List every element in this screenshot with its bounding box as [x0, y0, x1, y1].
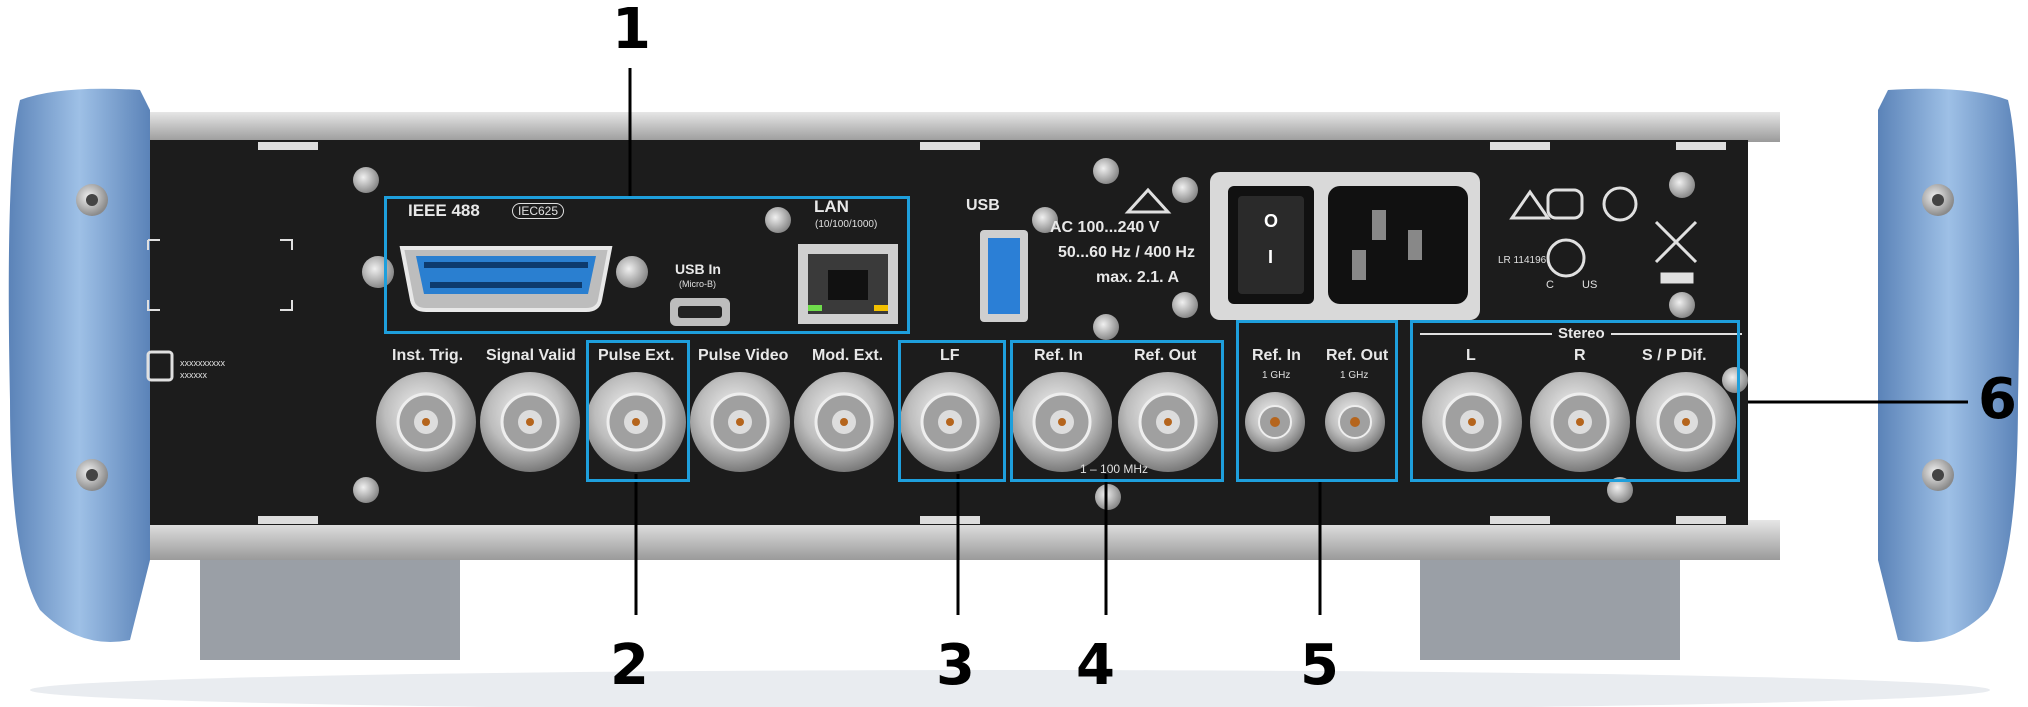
label-stereo-r: R — [1574, 347, 1586, 364]
callout-6: 6 — [1978, 367, 2017, 432]
label-power-3: max. 2.1. A — [1096, 269, 1180, 286]
callout-leaders — [628, 68, 1968, 615]
label-lan: LAN — [814, 197, 849, 216]
bnc-connectors — [376, 372, 1736, 472]
label-csa-us: US — [1582, 279, 1598, 291]
label-inst-trig: Inst. Trig. — [392, 347, 464, 364]
callout-5: 5 — [1300, 633, 1339, 698]
usb-a-port — [980, 230, 1028, 322]
label-pulse-ext: Pulse Ext. — [598, 347, 675, 364]
label-lf: LF — [940, 347, 960, 364]
label-ieee488: IEEE 488 — [408, 201, 480, 220]
label-mod-ext: Mod. Ext. — [812, 347, 884, 364]
callout-2: 2 — [610, 633, 649, 698]
label-iec625: IEC625 — [512, 203, 565, 219]
certification-marks — [1509, 186, 1698, 284]
callout-4: 4 — [1076, 633, 1115, 698]
label-lan-speed: (10/100/1000) — [815, 219, 878, 230]
warning-icon — [1124, 187, 1172, 214]
label-switch-o: O — [1264, 211, 1279, 231]
label-ref-out: Ref. Out — [1134, 347, 1197, 364]
label-spdif: S / P Dif. — [1642, 347, 1707, 364]
top-rail — [100, 112, 1780, 142]
ieee488-connector — [362, 246, 648, 312]
label-usb-in-sub: (Micro-B) — [679, 279, 716, 289]
label-kc-1: xxxxxxxxxx — [180, 358, 225, 368]
label-ref-in: Ref. In — [1034, 347, 1083, 364]
label-lr: LR 114196 — [1498, 255, 1547, 266]
label-signal-valid: Signal Valid — [486, 347, 576, 364]
lan-port — [798, 244, 898, 324]
label-1ghz-a: 1 GHz — [1262, 370, 1291, 381]
label-stereo: Stereo — [1552, 326, 1611, 341]
label-power-2: 50...60 Hz / 400 Hz — [1058, 244, 1195, 261]
highlight-box-stereo — [1410, 320, 1740, 482]
label-power-1: AC 100...240 V — [1050, 219, 1160, 236]
label-ref-in-1ghz: Ref. In — [1252, 347, 1301, 364]
label-usb: USB — [966, 197, 1000, 214]
label-switch-i: I — [1268, 247, 1274, 267]
highlight-box-1 — [384, 196, 910, 334]
callout-1: 1 — [612, 0, 651, 62]
foot-right — [1420, 560, 1680, 660]
label-csa-c: C — [1546, 279, 1554, 291]
label-usb-in: USB In — [675, 261, 721, 277]
label-ref-out-1ghz: Ref. Out — [1326, 347, 1389, 364]
power-module — [1210, 172, 1480, 320]
highlight-box-pulse-ext — [586, 340, 690, 482]
handle-right — [1878, 88, 2020, 642]
label-kc-2: xxxxxx — [180, 370, 207, 380]
highlight-box-ref — [1010, 340, 1224, 482]
label-pulse-video: Pulse Video — [698, 347, 789, 364]
bottom-rail — [100, 520, 1780, 560]
foot-left — [200, 560, 460, 660]
kc-mark — [146, 350, 174, 382]
label-1ghz-b: 1 GHz — [1340, 370, 1369, 381]
label-stereo-l: L — [1466, 347, 1476, 364]
highlight-box-ref-1ghz — [1236, 320, 1398, 482]
highlight-box-lf — [898, 340, 1006, 482]
label-mhz: 1 – 100 MHz — [1080, 462, 1149, 476]
handle-left — [8, 88, 150, 642]
callout-3: 3 — [936, 633, 975, 698]
